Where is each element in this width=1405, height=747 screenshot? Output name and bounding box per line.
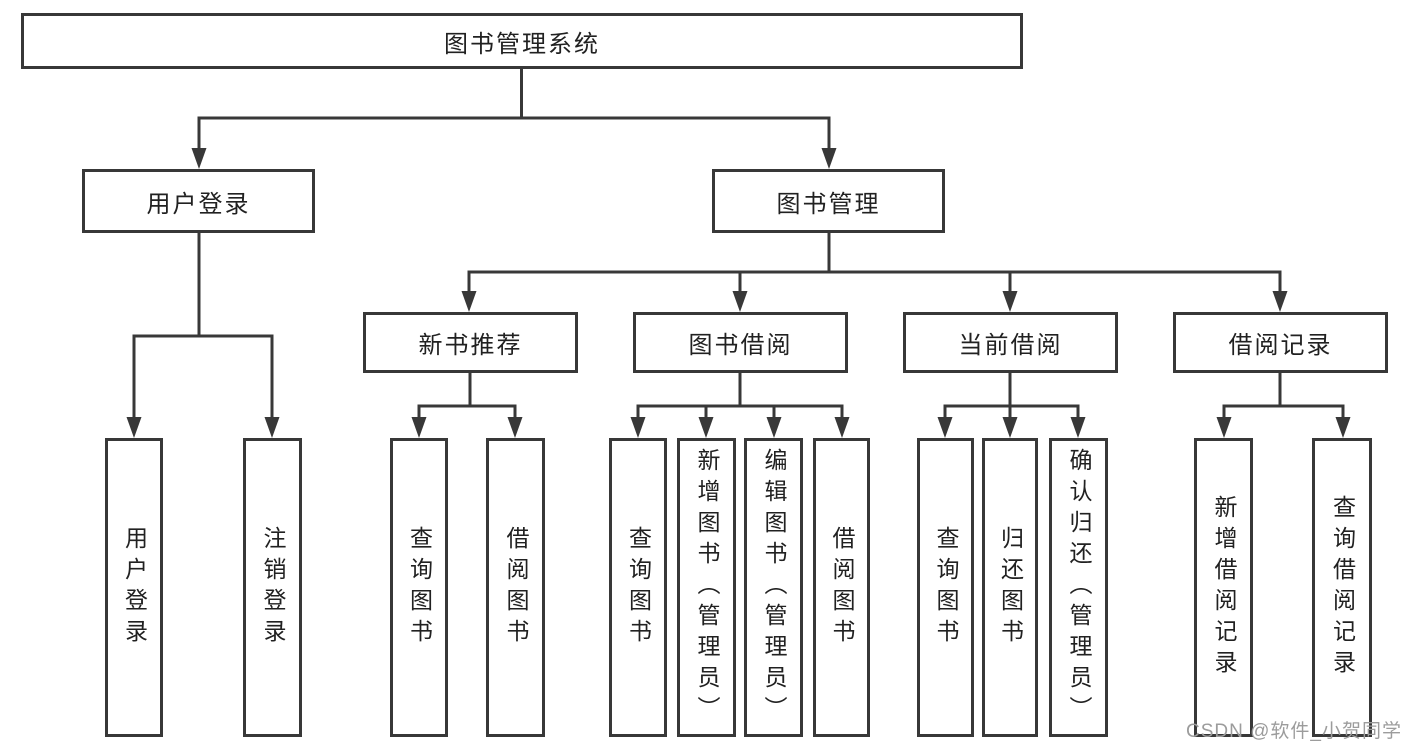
node-add-borrow-record: 新增借阅记录 xyxy=(1194,438,1253,737)
node-add-books-admin: 新增图书（管理员） xyxy=(677,438,736,737)
node-borrow-records: 借阅记录 xyxy=(1173,312,1388,373)
node-borrow-records-label: 借阅记录 xyxy=(1228,332,1333,359)
node-book-management-label: 图书管理 xyxy=(776,190,881,218)
node-return-books-label: 归还图书 xyxy=(997,525,1024,650)
node-query-books-current-label: 查询图书 xyxy=(933,525,959,650)
node-add-borrow-record-label: 新增借阅记录 xyxy=(1211,494,1237,681)
node-logout-leaf: 注销登录 xyxy=(243,438,302,737)
node-query-books-recommend-label: 查询图书 xyxy=(406,525,433,650)
node-query-borrow-record-label: 查询借阅记录 xyxy=(1329,494,1356,681)
node-user-login-label: 用户登录 xyxy=(146,190,251,218)
watermark: CSDN @软件_小贺同学 xyxy=(1186,721,1402,742)
node-edit-books-admin: 编辑图书（管理员） xyxy=(744,438,803,737)
node-confirm-return-admin-label: 确认归还（管理员） xyxy=(1066,448,1092,727)
node-confirm-return-admin: 确认归还（管理员） xyxy=(1049,438,1108,737)
node-query-books-borrow-label: 查询图书 xyxy=(625,525,652,650)
node-logout-leaf-label: 注销登录 xyxy=(260,525,286,650)
node-book-management: 图书管理 xyxy=(712,169,945,233)
node-root-label: 图书管理系统 xyxy=(444,30,600,58)
node-new-book-recommend: 新书推荐 xyxy=(363,312,578,373)
node-query-borrow-record: 查询借阅记录 xyxy=(1312,438,1372,737)
node-edit-books-admin-label: 编辑图书（管理员） xyxy=(761,448,787,727)
node-book-borrow-label: 图书借阅 xyxy=(688,332,793,359)
node-borrow-books-recommend: 借阅图书 xyxy=(486,438,545,737)
node-current-borrow: 当前借阅 xyxy=(903,312,1118,373)
node-user-login: 用户登录 xyxy=(82,169,315,233)
node-user-login-leaf: 用户登录 xyxy=(105,438,163,737)
node-new-book-recommend-label: 新书推荐 xyxy=(418,332,523,359)
node-borrow-books-borrow-label: 借阅图书 xyxy=(829,525,855,650)
node-borrow-books-borrow: 借阅图书 xyxy=(813,438,870,737)
node-book-borrow: 图书借阅 xyxy=(633,312,848,373)
node-query-books-current: 查询图书 xyxy=(917,438,974,737)
node-query-books-borrow: 查询图书 xyxy=(609,438,667,737)
node-user-login-leaf-label: 用户登录 xyxy=(121,525,148,650)
arrowhead-icons xyxy=(126,148,1351,438)
node-borrow-books-recommend-label: 借阅图书 xyxy=(503,525,529,650)
node-return-books: 归还图书 xyxy=(982,438,1038,737)
node-add-books-admin-label: 新增图书（管理员） xyxy=(694,448,720,727)
node-root: 图书管理系统 xyxy=(21,13,1023,69)
node-current-borrow-label: 当前借阅 xyxy=(958,332,1063,359)
node-query-books-recommend: 查询图书 xyxy=(390,438,448,737)
